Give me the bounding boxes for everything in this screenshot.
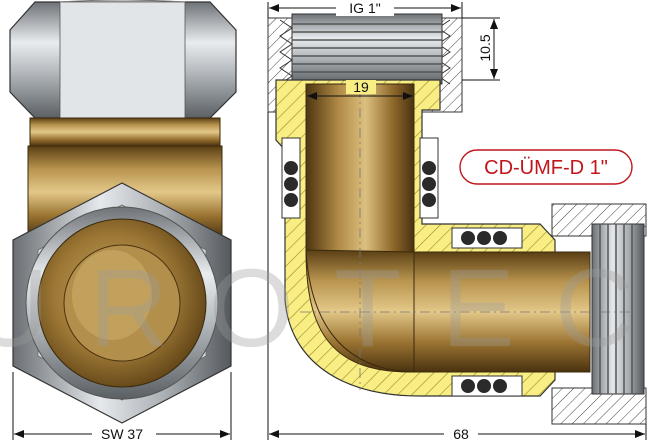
body-collar xyxy=(29,117,221,147)
bore-dimension: 19 xyxy=(307,79,413,100)
product-code-badge: CD-ÜMF-D 1" xyxy=(459,149,633,185)
wrench-size-dimension: SW 37 xyxy=(12,372,232,442)
bore-label: 19 xyxy=(353,79,369,95)
watermark: EUROTECH xyxy=(0,247,650,370)
overall-length-label: 68 xyxy=(453,426,469,442)
section-view: IG 1" 10.5 19 68 CD-ÜMF-D 1" xyxy=(267,0,647,442)
wrench-size-label: SW 37 xyxy=(101,426,143,442)
o-rings-horizontal xyxy=(451,227,523,397)
thread-dimension: IG 1" xyxy=(267,0,463,18)
thread-depth-dimension: 10.5 xyxy=(462,17,500,81)
o-rings-vertical xyxy=(281,137,439,219)
product-code: CD-ÜMF-D 1" xyxy=(484,157,608,179)
overall-length-dimension: 68 xyxy=(267,112,647,442)
top-hex-nut xyxy=(9,0,237,121)
bottom-hex xyxy=(12,182,232,424)
right-thread-nut-section xyxy=(551,203,647,425)
thread-depth-label: 10.5 xyxy=(477,34,493,61)
thread-label: IG 1" xyxy=(349,0,380,16)
side-view: SW 37 xyxy=(9,0,237,442)
